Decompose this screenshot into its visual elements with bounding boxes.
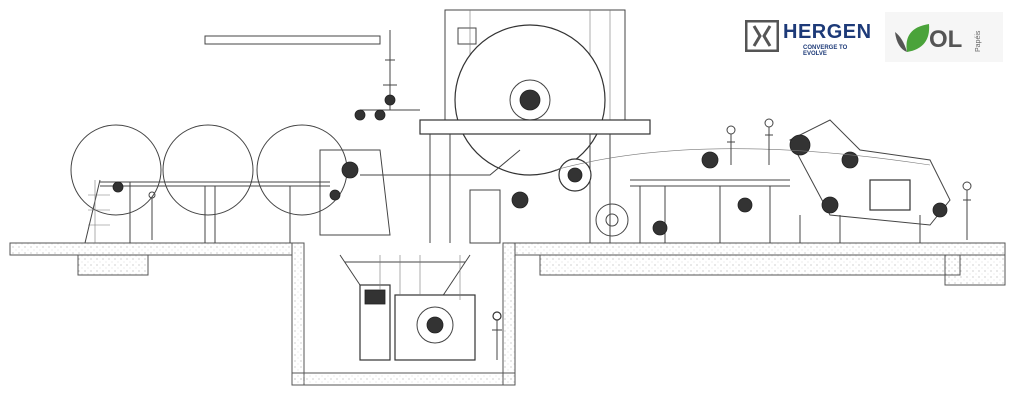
ol-name: OL [929, 26, 963, 53]
hergen-logo: HERGEN CONVERGE TO EVOLVE [745, 18, 871, 58]
basement-pit [291, 242, 516, 386]
floor-slab [9, 242, 1006, 386]
ol-papeis-logo: OL Papéis [885, 12, 1003, 62]
rewinder-section [554, 119, 951, 243]
overhead-rail [204, 30, 397, 110]
hergen-mark-icon [745, 20, 779, 52]
reel-section [319, 9, 651, 244]
leaf-icon [895, 24, 930, 52]
operator-figures [148, 118, 972, 240]
ol-tagline: Papéis [975, 30, 982, 52]
hergen-name: HERGEN [783, 21, 872, 43]
parent-rolls [70, 124, 348, 244]
hergen-tagline: CONVERGE TO EVOLVE [803, 45, 848, 57]
